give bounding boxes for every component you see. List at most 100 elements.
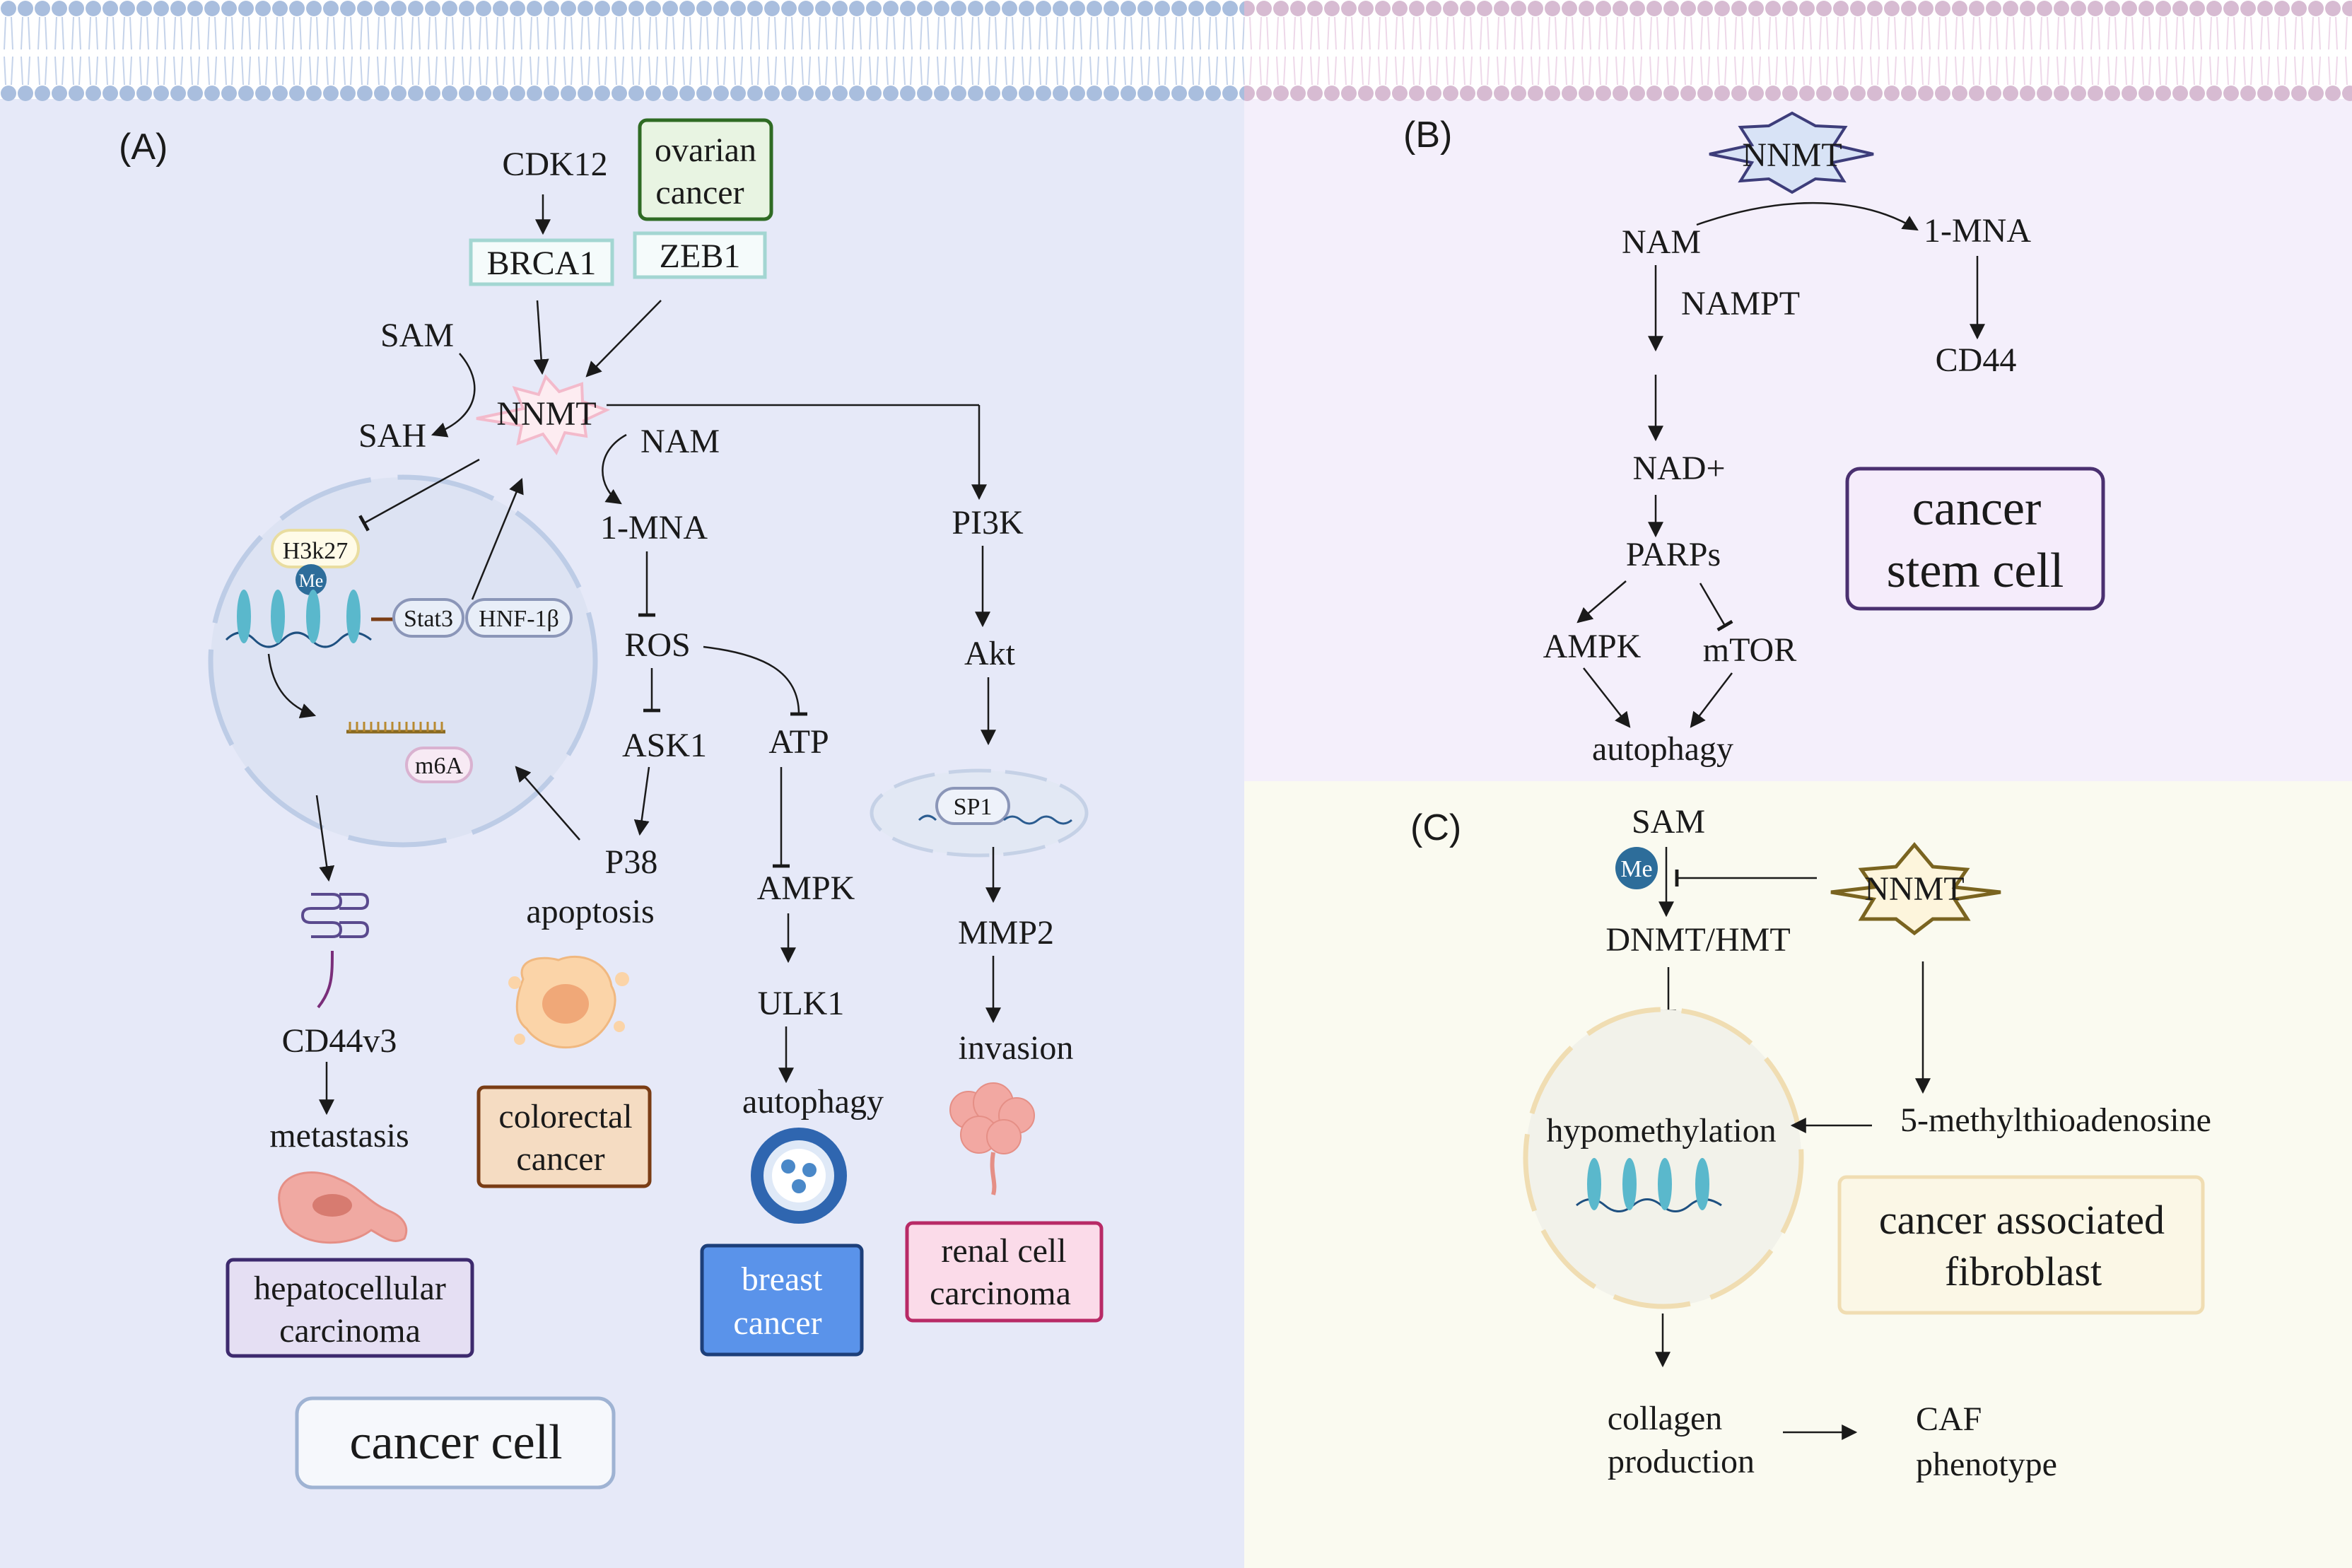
node-nam-a: NAM xyxy=(640,423,720,460)
node-cdk12: CDK12 xyxy=(502,146,607,183)
node-autophagy-b: autophagy xyxy=(1592,730,1733,768)
node-mtor: mTOR xyxy=(1703,631,1796,669)
node-nam-b: NAM xyxy=(1622,223,1701,261)
box-breast xyxy=(700,1244,864,1357)
box-sp1 xyxy=(935,787,1010,825)
edge-parps-mtor xyxy=(1699,583,1733,632)
me-circle-a xyxy=(296,564,327,595)
metastasis-cell-icon xyxy=(278,1171,408,1244)
node-breast-line1: breast xyxy=(742,1260,823,1298)
edge-zeb1-nnmt xyxy=(585,300,662,378)
node-sp1: SP1 xyxy=(954,794,993,820)
node-me-c: Me xyxy=(1620,856,1652,882)
node-cd44: CD44 xyxy=(1936,341,2017,379)
node-mna-b: 1-MNA xyxy=(1924,212,2031,250)
me-circle-c xyxy=(1615,847,1658,889)
chromatin-c xyxy=(1576,1158,1722,1212)
box-ovarian xyxy=(638,118,773,221)
box-renal xyxy=(905,1221,1104,1323)
node-breast-line2: cancer xyxy=(733,1304,821,1342)
nnmt-star-c xyxy=(1830,842,2001,936)
node-sah: SAH xyxy=(358,417,426,455)
node-metastasis: metastasis xyxy=(269,1117,409,1154)
node-m6a: m6A xyxy=(415,753,463,779)
node-me-a: Me xyxy=(299,571,324,591)
edge-nam-mna-b xyxy=(1696,201,1919,231)
panel-c-label: (C) xyxy=(1410,807,1461,848)
node-parps: PARPs xyxy=(1626,536,1721,573)
node-cd44v3: CD44v3 xyxy=(282,1022,397,1060)
node-mmp2: MMP2 xyxy=(958,914,1054,952)
node-ovarian-line1: ovarian xyxy=(655,131,756,169)
node-atp: ATP xyxy=(768,723,829,761)
edge-chromatin-m6a xyxy=(267,653,317,718)
node-p38: P38 xyxy=(605,843,658,881)
node-collagen-line1: collagen xyxy=(1608,1400,1723,1437)
node-nnmt-c: NNMT xyxy=(1864,870,1964,908)
autophagosome-icon xyxy=(751,1128,847,1224)
receptor-icon xyxy=(300,893,370,1009)
membrane-left xyxy=(0,0,1244,103)
node-sam-a: SAM xyxy=(380,317,454,354)
edge-hnf-nnmt xyxy=(471,477,524,600)
node-nnmt-b: NNMT xyxy=(1742,136,1842,174)
box-brca1 xyxy=(469,238,614,286)
nnmt-star-b xyxy=(1709,111,1874,194)
box-hcc xyxy=(226,1258,474,1358)
node-dnmt: DNMT/HMT xyxy=(1605,921,1790,959)
node-csc-line2: stem cell xyxy=(1887,544,2064,598)
node-apoptosis: apoptosis xyxy=(526,893,654,930)
node-brca1: BRCA1 xyxy=(487,245,597,282)
node-autophagy-a: autophagy xyxy=(742,1083,884,1121)
node-akt: Akt xyxy=(964,635,1016,672)
node-renal-line2: carcinoma xyxy=(930,1275,1071,1312)
edge-brca1-nnmt xyxy=(533,300,549,375)
edge-mtor-autophagy-b xyxy=(1690,672,1733,728)
node-renal-line1: renal cell xyxy=(941,1232,1066,1270)
box-stat3 xyxy=(392,598,464,638)
apoptotic-cell-icon xyxy=(508,955,629,1049)
node-ampk-b: AMPK xyxy=(1543,628,1642,665)
node-colorectal-line2: cancer xyxy=(516,1140,604,1178)
edge-parps-ampk-b xyxy=(1576,580,1627,624)
rna-strand-a xyxy=(346,722,445,734)
panel-b-label: (B) xyxy=(1403,115,1452,156)
box-caf xyxy=(1837,1175,2205,1315)
box-cancer-cell xyxy=(295,1396,616,1490)
node-h3k27: H3k27 xyxy=(283,538,349,564)
node-ampk-a: AMPK xyxy=(757,870,855,907)
node-cancer-cell: cancer cell xyxy=(349,1415,562,1470)
dna-helix-sp1 xyxy=(918,814,1072,825)
node-ros: ROS xyxy=(624,626,690,664)
box-zeb1 xyxy=(633,231,767,279)
nnmt-star-a xyxy=(476,374,611,456)
edge-ask1-p38 xyxy=(633,766,650,836)
node-colorectal-line1: colorectal xyxy=(498,1098,632,1135)
box-csc xyxy=(1845,467,2105,611)
node-mna-a: 1-MNA xyxy=(600,509,708,546)
node-ask1: ASK1 xyxy=(622,727,707,764)
nucleus-c xyxy=(1523,1007,1804,1309)
node-nnmt-a: NNMT xyxy=(496,395,596,433)
edge-sam-sah xyxy=(431,353,476,438)
node-zeb1: ZEB1 xyxy=(660,238,741,275)
node-sam-c: SAM xyxy=(1632,803,1705,841)
membrane-right xyxy=(1244,0,2352,103)
node-ovarian-line2: cancer xyxy=(655,174,744,211)
edge-ros-atp xyxy=(703,645,808,716)
node-csc-line1: cancer xyxy=(1912,481,2042,536)
node-caf-phenotype-line1: CAF xyxy=(1916,1400,1982,1438)
node-stat3: Stat3 xyxy=(404,606,453,632)
edge-nam-mna xyxy=(602,433,627,505)
edge-nnmt-h3k27 xyxy=(358,458,480,532)
node-pi3k: PI3K xyxy=(952,504,1024,542)
edge-ampk-autophagy-b xyxy=(1583,667,1631,728)
nucleus-a xyxy=(208,474,598,848)
invasion-cell-icon xyxy=(949,1082,1035,1195)
box-m6a xyxy=(405,747,473,783)
node-hcc-line1: hepatocellular xyxy=(254,1270,446,1307)
panel-b-background xyxy=(1244,99,2352,781)
node-ulk1: ULK1 xyxy=(758,985,845,1022)
edge-p38-m6a xyxy=(515,766,580,841)
